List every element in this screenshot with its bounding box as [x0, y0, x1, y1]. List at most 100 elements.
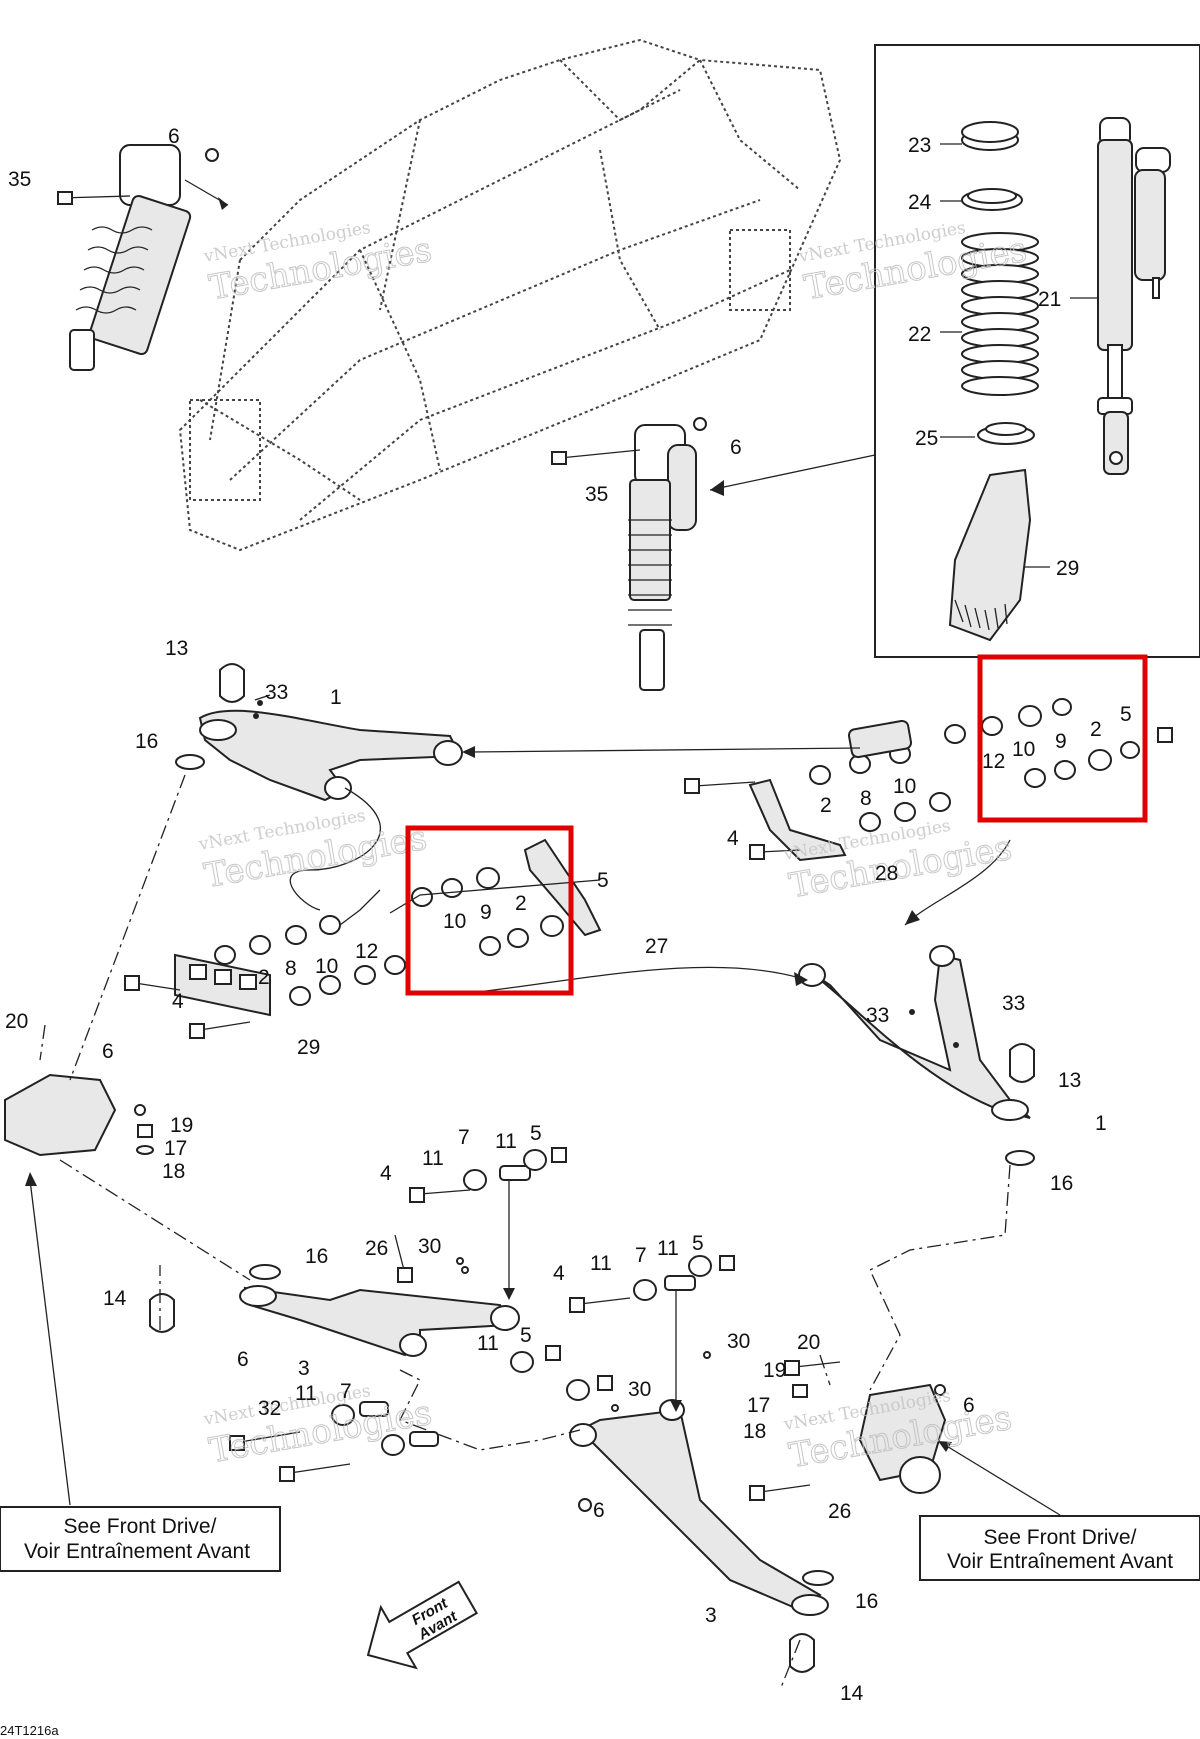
- callout-9: 9: [480, 901, 492, 924]
- callout-30: 30: [727, 1330, 750, 1353]
- callout-27: 27: [645, 935, 668, 958]
- callout-9: 9: [1055, 730, 1067, 753]
- coil-spring: [961, 232, 1039, 396]
- callout-35: 35: [585, 483, 608, 506]
- knuckle-left: [4, 1073, 154, 1157]
- chassis-frame: [178, 38, 842, 552]
- callout-12: 12: [982, 750, 1005, 773]
- callout-4: 4: [172, 990, 184, 1013]
- callout-3: 3: [705, 1604, 717, 1627]
- upper-a-arm-left: [175, 663, 463, 802]
- assembly-lines: [39, 774, 1011, 1691]
- callout-4: 4: [727, 827, 739, 850]
- callout-11: 11: [295, 1382, 317, 1405]
- callout-26: 26: [365, 1237, 388, 1260]
- callout-8: 8: [860, 787, 872, 810]
- callout-25: 25: [915, 427, 938, 450]
- callout-21: 21: [1038, 288, 1061, 311]
- shock-detail-box: [709, 44, 1200, 658]
- callout-11: 11: [590, 1252, 612, 1275]
- note-left-line2: Voir Entraînement Avant: [24, 1540, 250, 1563]
- lower-a-arm-left: [149, 1264, 520, 1357]
- callout-22: 22: [908, 323, 931, 346]
- callout-10: 10: [315, 955, 338, 978]
- callout-35: 35: [8, 168, 31, 191]
- callout-7: 7: [340, 1380, 352, 1403]
- callout-10: 10: [1012, 738, 1035, 761]
- note-right-line2: Voir Entraînement Avant: [947, 1550, 1173, 1573]
- callout-14: 14: [840, 1682, 864, 1705]
- lower-a-arm-right: [569, 1399, 834, 1673]
- callout-18: 18: [743, 1420, 766, 1443]
- callout-6: 6: [102, 1040, 114, 1063]
- bracket-plates: [174, 778, 847, 1017]
- callout-5: 5: [1120, 703, 1132, 726]
- knuckle-right: [792, 1383, 947, 1494]
- callout-5: 5: [597, 869, 609, 892]
- callout-2: 2: [1090, 718, 1102, 741]
- callout-29: 29: [297, 1036, 320, 1059]
- callout-23: 23: [908, 134, 931, 157]
- callout-11: 11: [657, 1237, 679, 1260]
- callout-14: 14: [103, 1287, 127, 1310]
- callout-29: 29: [1056, 557, 1079, 580]
- right-shock-assembly: [551, 417, 707, 691]
- upper-a-arm-right: [798, 945, 1035, 1166]
- callout-16: 16: [1050, 1172, 1073, 1195]
- callout-13: 13: [1058, 1069, 1081, 1092]
- callout-16: 16: [135, 730, 158, 753]
- callout-3: 3: [298, 1357, 310, 1380]
- callout-6: 6: [730, 436, 742, 459]
- callout-24: 24: [908, 191, 932, 214]
- callout-30: 30: [628, 1378, 651, 1401]
- callout-6: 6: [963, 1394, 975, 1417]
- front-direction-arrow: Front Avant: [366, 1580, 478, 1670]
- callout-7: 7: [458, 1126, 470, 1149]
- note-left-line1: See Front Drive/: [64, 1515, 217, 1538]
- highlight-box-left: [405, 825, 574, 996]
- callout-5: 5: [530, 1122, 542, 1145]
- callout-10: 10: [443, 910, 466, 933]
- callout-5: 5: [692, 1232, 704, 1255]
- callout-16: 16: [855, 1590, 878, 1613]
- callout-20: 20: [5, 1010, 28, 1033]
- callout-11: 11: [477, 1332, 499, 1355]
- note-right-line1: See Front Drive/: [984, 1526, 1137, 1549]
- callout-28: 28: [875, 862, 898, 885]
- callout-18: 18: [162, 1160, 185, 1183]
- callout-1: 1: [330, 686, 342, 709]
- note-left: See Front Drive/ Voir Entraînement Avant: [0, 1506, 281, 1572]
- callout-11: 11: [422, 1147, 444, 1170]
- callout-2: 2: [820, 794, 832, 817]
- callout-7: 7: [635, 1244, 647, 1267]
- note-right: See Front Drive/ Voir Entraînement Avant: [919, 1515, 1200, 1581]
- left-shock-assembly: [57, 144, 229, 371]
- callout-4: 4: [380, 1162, 392, 1185]
- callout-2: 2: [258, 966, 270, 989]
- callout-33: 33: [866, 1004, 889, 1027]
- figure-code: 24T1216a: [0, 1723, 59, 1738]
- watermarks: vNext Technologies Technologies vNext Te…: [196, 218, 1030, 1477]
- callout-10: 10: [893, 775, 916, 798]
- hardware-right-row: [684, 698, 1173, 926]
- callout-32: 32: [258, 1397, 281, 1420]
- callout-30: 30: [418, 1235, 441, 1258]
- callout-1: 1: [1095, 1112, 1107, 1135]
- callout-26: 26: [828, 1500, 851, 1523]
- callout-19: 19: [170, 1114, 193, 1137]
- callout-33: 33: [1002, 992, 1025, 1015]
- callout-11: 11: [495, 1130, 517, 1153]
- hardware-lower: [229, 1147, 946, 1512]
- callout-6: 6: [593, 1499, 605, 1522]
- callout-17: 17: [747, 1394, 770, 1417]
- callout-17: 17: [164, 1137, 187, 1160]
- callout-13: 13: [165, 637, 188, 660]
- callout-6: 6: [237, 1348, 249, 1371]
- callout-4: 4: [553, 1262, 565, 1285]
- callout-2: 2: [515, 892, 527, 915]
- hardware-left-row: [124, 867, 601, 1039]
- callout-16: 16: [305, 1245, 328, 1268]
- callout-33: 33: [265, 681, 288, 704]
- callout-8: 8: [285, 957, 297, 980]
